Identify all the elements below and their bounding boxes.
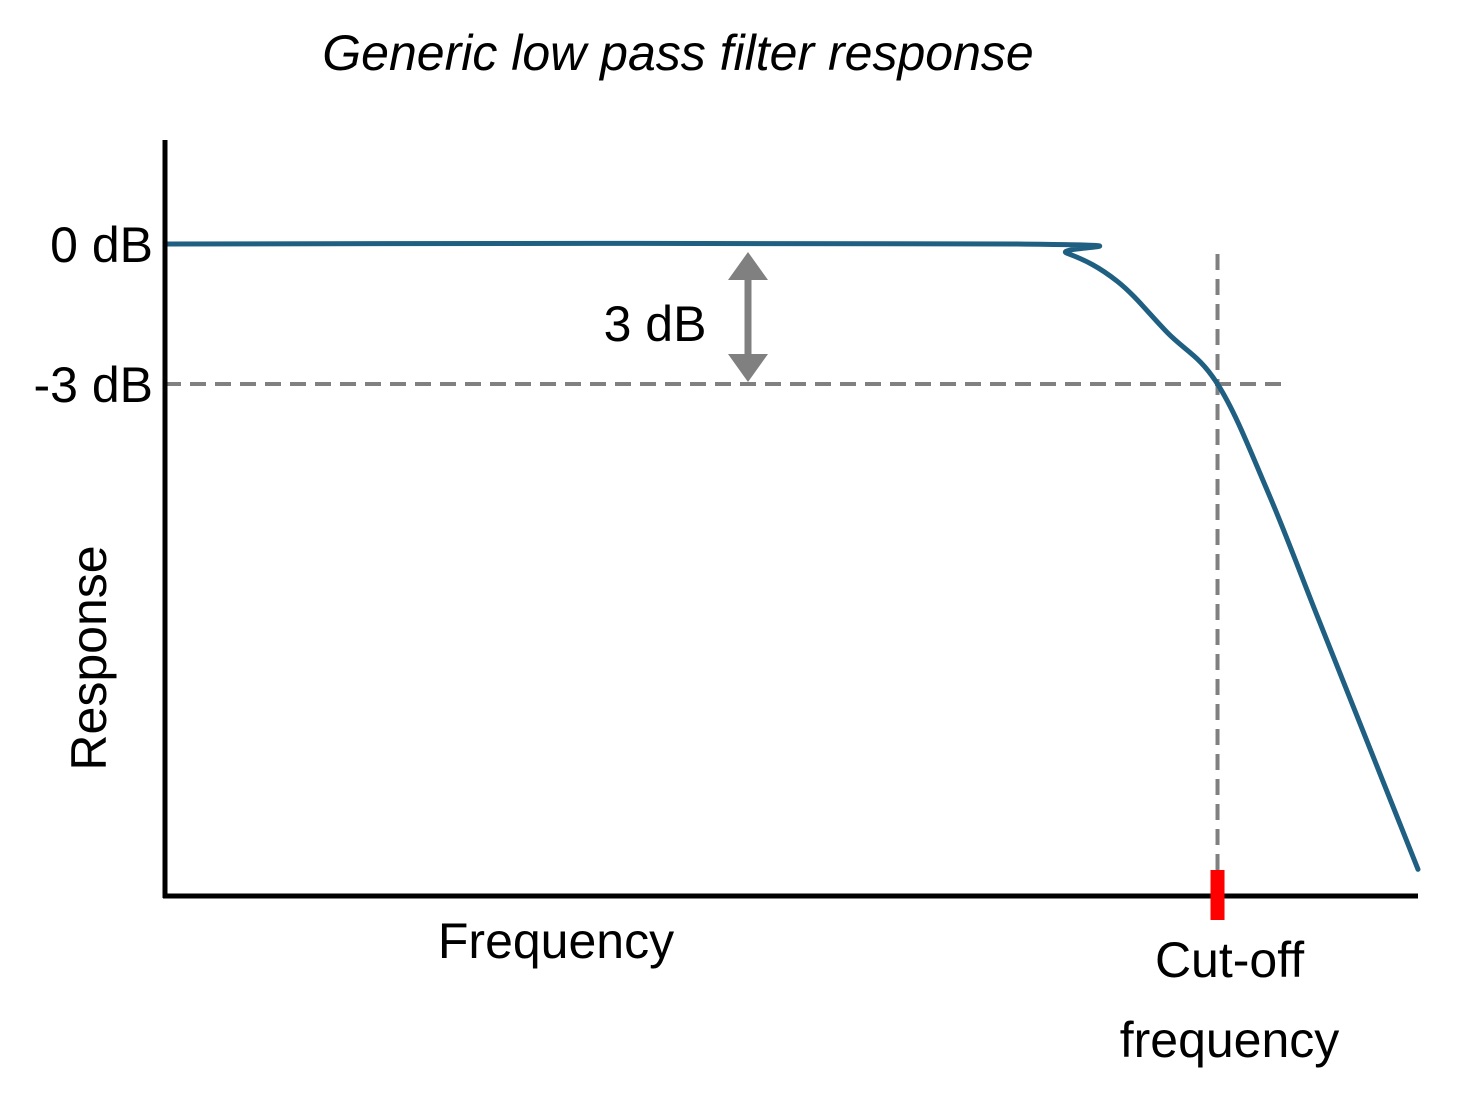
chart-title: Generic low pass filter response <box>322 25 1033 81</box>
y-tick-label-0: 0 dB <box>50 217 153 273</box>
cutoff-label-line-1: frequency <box>1120 1012 1340 1068</box>
y-tick-label-1: -3 dB <box>33 357 153 413</box>
series-0-line <box>162 240 1421 872</box>
cutoff-label-line-0: Cut-off <box>1155 932 1304 988</box>
reference-lines <box>165 254 1288 874</box>
series-group <box>162 240 1421 872</box>
three-db-label: 3 dB <box>604 296 707 352</box>
y-axis-label: Response <box>61 545 117 770</box>
cutoff-marker-group: Cut-off frequency <box>1120 870 1340 1068</box>
y-tick-labels: 0 dB -3 dB <box>33 217 153 413</box>
cutoff-marker <box>1210 870 1225 920</box>
arrow-head-down <box>728 354 768 382</box>
three-db-arrow <box>728 252 768 382</box>
arrow-head-up <box>728 252 768 280</box>
axes <box>162 140 1418 899</box>
x-axis-label: Frequency <box>438 913 674 969</box>
